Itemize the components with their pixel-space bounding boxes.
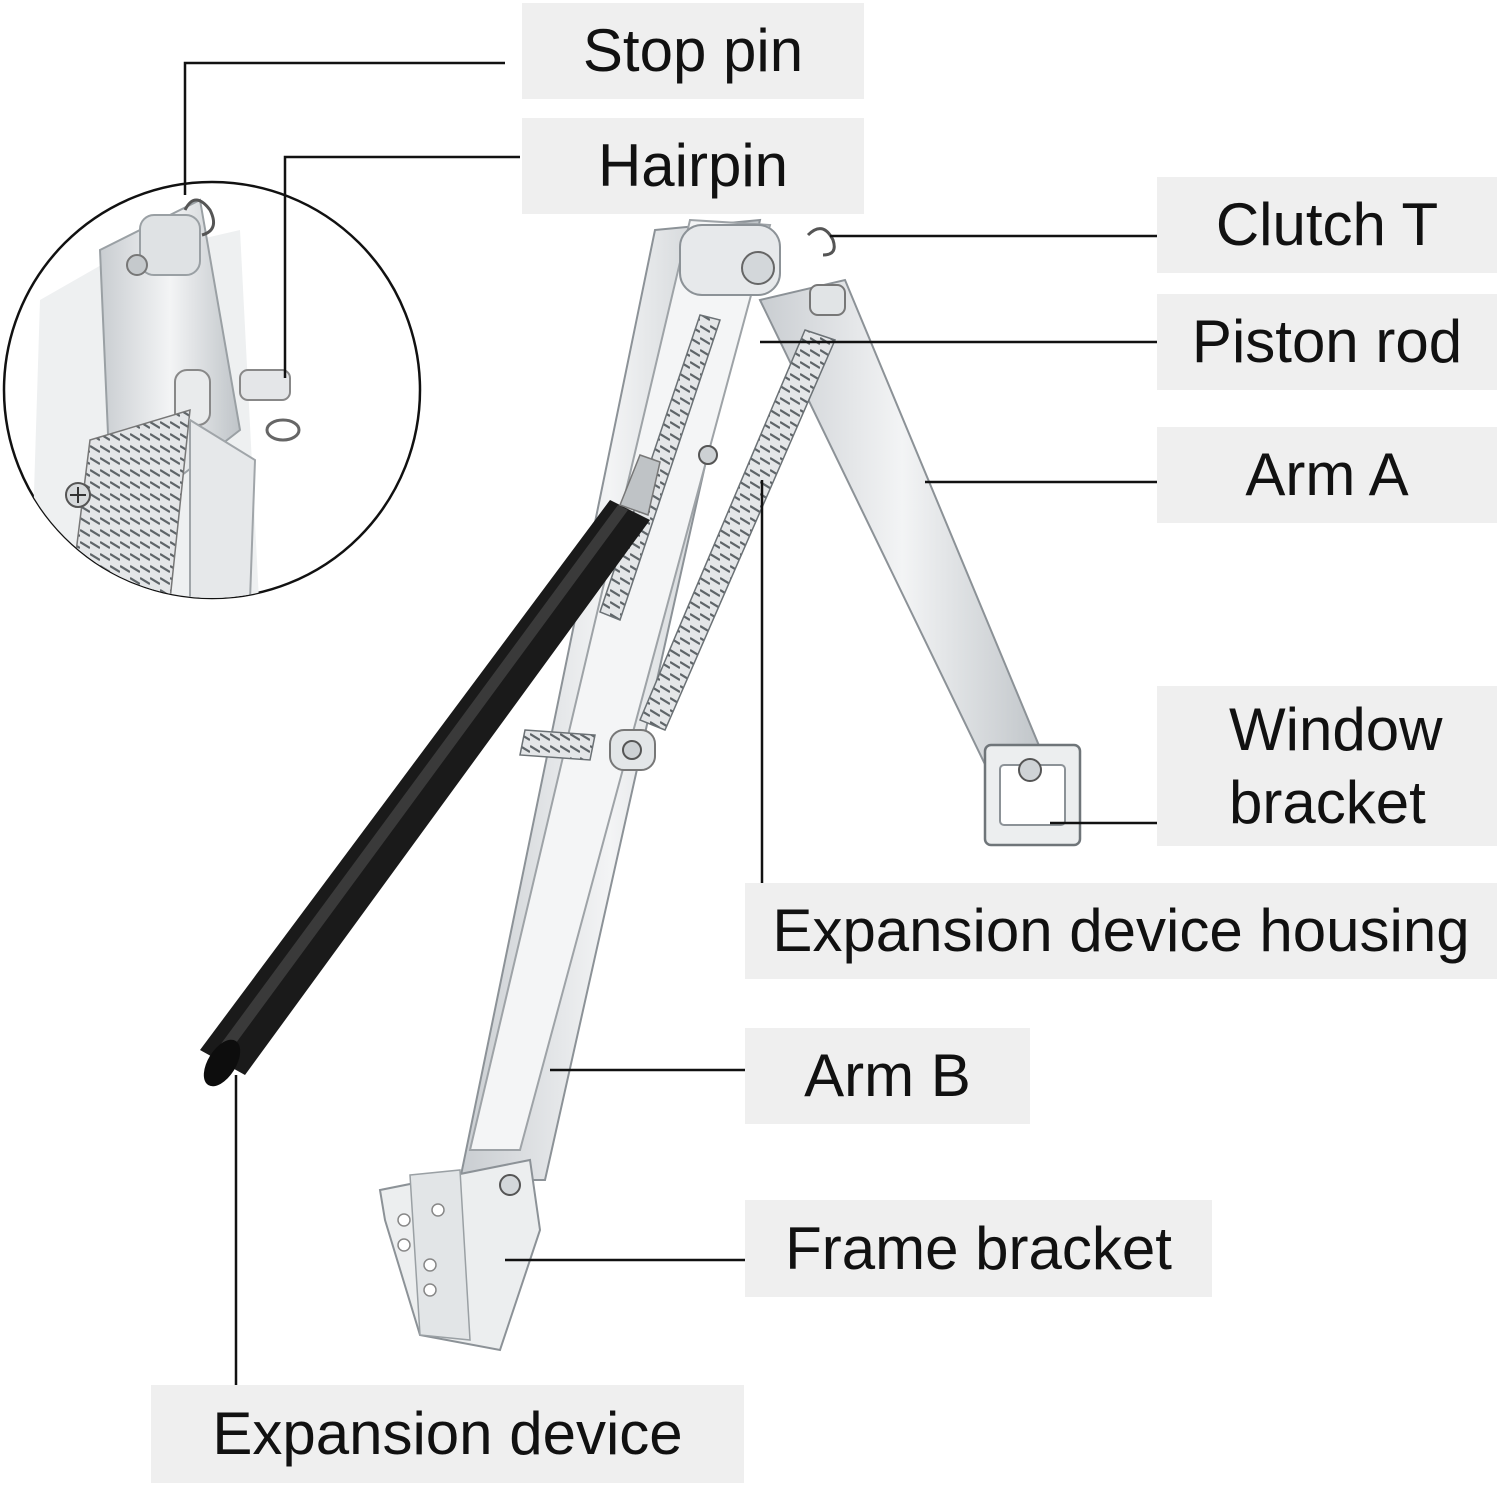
label-clutch-t: Clutch T [1157, 177, 1497, 273]
label-arm-a: Arm A [1157, 427, 1497, 523]
spring-small [519, 729, 596, 761]
label-arm-b: Arm B [745, 1028, 1030, 1124]
label-window-bracket-line2: bracket [1229, 769, 1426, 836]
label-window-bracket: Window bracket [1157, 686, 1497, 846]
leader-lines [183, 61, 1157, 1388]
label-window-bracket-line1: Window [1229, 695, 1443, 763]
detail-inset [2, 180, 422, 600]
label-expansion-device: Expansion device [151, 1385, 744, 1483]
top-hinge-shape [609, 224, 846, 771]
spring-main [639, 329, 837, 731]
frame-bracket-shape [378, 1158, 542, 1352]
label-stop-pin: Stop pin [522, 3, 864, 99]
leader-hairpin [283, 155, 520, 378]
window-bracket-shape [983, 743, 1082, 847]
label-expansion-device-housing: Expansion device housing [745, 883, 1497, 979]
expansion-device-handle [200, 454, 661, 1087]
label-hairpin: Hairpin [522, 118, 864, 214]
leader-stop-pin [183, 61, 505, 195]
housing-shape [468, 218, 772, 1151]
label-frame-bracket: Frame bracket [745, 1200, 1212, 1297]
label-piston-rod: Piston rod [1157, 294, 1497, 390]
